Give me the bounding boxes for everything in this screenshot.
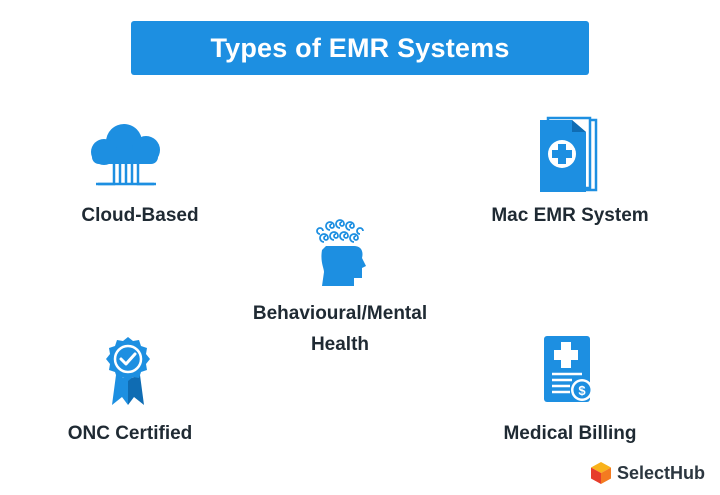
- selecthub-logo: SelectHub: [590, 460, 705, 486]
- page-title: Types of EMR Systems: [210, 32, 510, 63]
- label-behavioural-mental-health: Behavioural/Mental Health: [220, 298, 460, 360]
- label-cloud-based: Cloud-Based: [81, 205, 199, 226]
- selecthub-logo-text: SelectHub: [617, 462, 706, 483]
- label-line-2: Health: [310, 334, 370, 355]
- label-mac-emr-system: Mac EMR System: [491, 205, 649, 226]
- title-banner: Types of EMR Systems: [131, 21, 589, 75]
- brain-head-icon: [310, 216, 372, 293]
- label-onc-certified: ONC Certified: [67, 423, 193, 444]
- cloud-icon: [86, 122, 164, 193]
- selecthub-logo-icon: [591, 462, 611, 484]
- certified-badge-icon: [104, 335, 152, 412]
- medical-folder-icon: [538, 116, 600, 199]
- medical-bill-icon: $: [542, 334, 596, 411]
- label-medical-billing: Medical Billing: [503, 423, 637, 444]
- svg-text:$: $: [578, 383, 586, 398]
- label-line-1: Behavioural/Mental: [252, 303, 428, 324]
